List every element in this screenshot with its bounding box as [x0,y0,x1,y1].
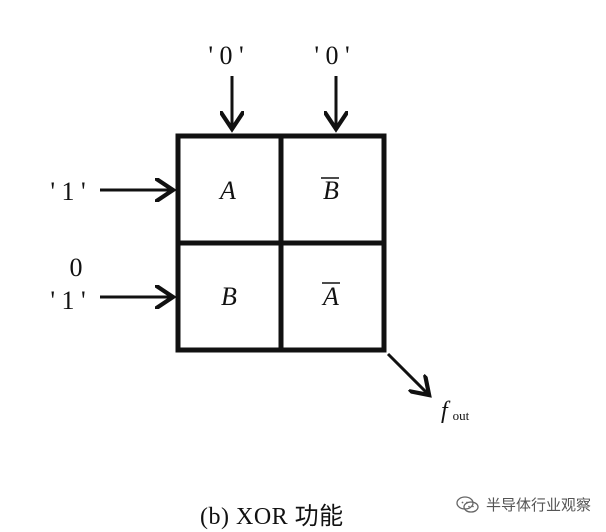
left-top-input-label: ' 1 ' [50,177,85,206]
output-label: f out [441,398,470,424]
cell-bottom-left-label: B [221,282,237,311]
output-label-subscript: out [453,408,470,423]
left-bottom-input-label: ' 1 ' [50,286,85,315]
cell-top-right-label: B [323,176,339,205]
watermark-text: 半导体行业观察 [486,496,592,514]
output-label-base: f [441,398,451,424]
output-arrow [386,352,427,393]
cell-bottom-right-label: A [321,282,339,311]
cell-top-left-label: A [218,176,236,205]
wechat-icon [456,495,479,513]
top-right-input-label: ' 0 ' [314,41,349,70]
figure-caption: (b) XOR 功能 [200,504,344,530]
top-left-input-label: ' 0 ' [208,41,243,70]
left-bottom-upper-label: 0 [70,253,83,282]
watermark: 半导体行业观察 [456,494,591,515]
